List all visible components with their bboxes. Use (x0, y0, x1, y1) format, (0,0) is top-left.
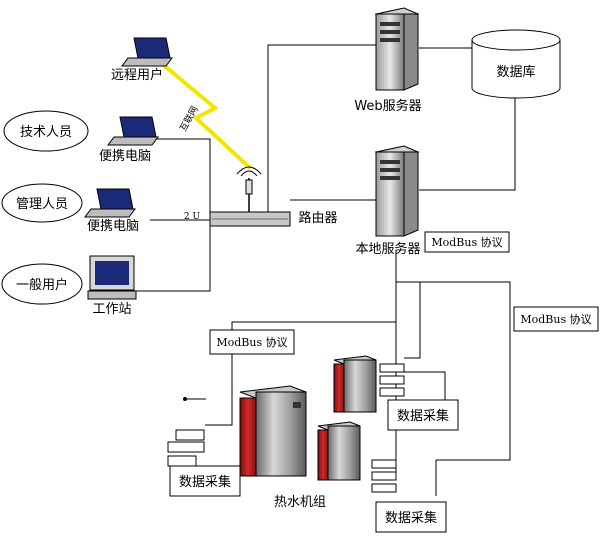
hot-water-unit-upper (333, 355, 377, 413)
user-tech-ellipse: 技术人员 (3, 110, 89, 152)
modbus-c-label: ModBus 协议 (216, 335, 287, 349)
adapter-upper (379, 363, 405, 397)
hot-water-unit-lower (317, 421, 361, 481)
laptop-manager-label: 便携电脑 (87, 218, 139, 234)
local-server-icon (374, 145, 420, 237)
workstation-icon (87, 255, 137, 300)
data-collect-box-a: 数据采集 (169, 465, 241, 497)
modbus-box-c: ModBus 协议 (209, 329, 295, 355)
user-manager-label: 管理人员 (16, 197, 68, 212)
laptop-tech-label: 便携电脑 (99, 148, 151, 164)
adapter-left (167, 429, 205, 467)
user-tech-label: 技术人员 (20, 125, 72, 140)
user-general-ellipse: 一般用户 (1, 263, 83, 305)
data-collect-box-c: 数据采集 (375, 501, 447, 533)
collect-c-label: 数据采集 (385, 510, 437, 526)
local-server-label: 本地服务器 (355, 241, 420, 257)
user-general-label: 一般用户 (16, 277, 68, 293)
data-collect-box-b: 数据采集 (387, 399, 459, 431)
connection-lines (135, 44, 516, 496)
workstation-label: 工作站 (92, 302, 131, 317)
router-u-label: 2 U (184, 212, 201, 222)
user-manager-ellipse: 管理人员 (1, 183, 83, 223)
modbus-a-label: ModBus 协议 (431, 235, 502, 249)
web-server-label: Web服务器 (354, 98, 421, 114)
modbus-box-b: ModBus 协议 (513, 306, 599, 332)
remote-user-label: 远程用户 (111, 67, 163, 83)
tech-laptop-icon (107, 116, 159, 146)
database-label: 数据库 (496, 64, 535, 80)
router-icon (209, 166, 291, 227)
database-cylinder (471, 29, 561, 99)
modbus-box-a: ModBus 协议 (424, 231, 510, 253)
adapter-lower (371, 459, 397, 493)
hot-water-unit-label: 热水机组 (274, 495, 326, 510)
remote-laptop-icon (121, 37, 173, 67)
router-label: 路由器 (298, 210, 337, 226)
collect-a-label: 数据采集 (179, 474, 231, 490)
collect-b-label: 数据采集 (397, 408, 449, 424)
manager-laptop-icon (84, 188, 136, 218)
modbus-b-label: ModBus 协议 (520, 312, 591, 326)
web-server-icon (374, 7, 420, 91)
hot-water-unit-main (239, 385, 307, 477)
